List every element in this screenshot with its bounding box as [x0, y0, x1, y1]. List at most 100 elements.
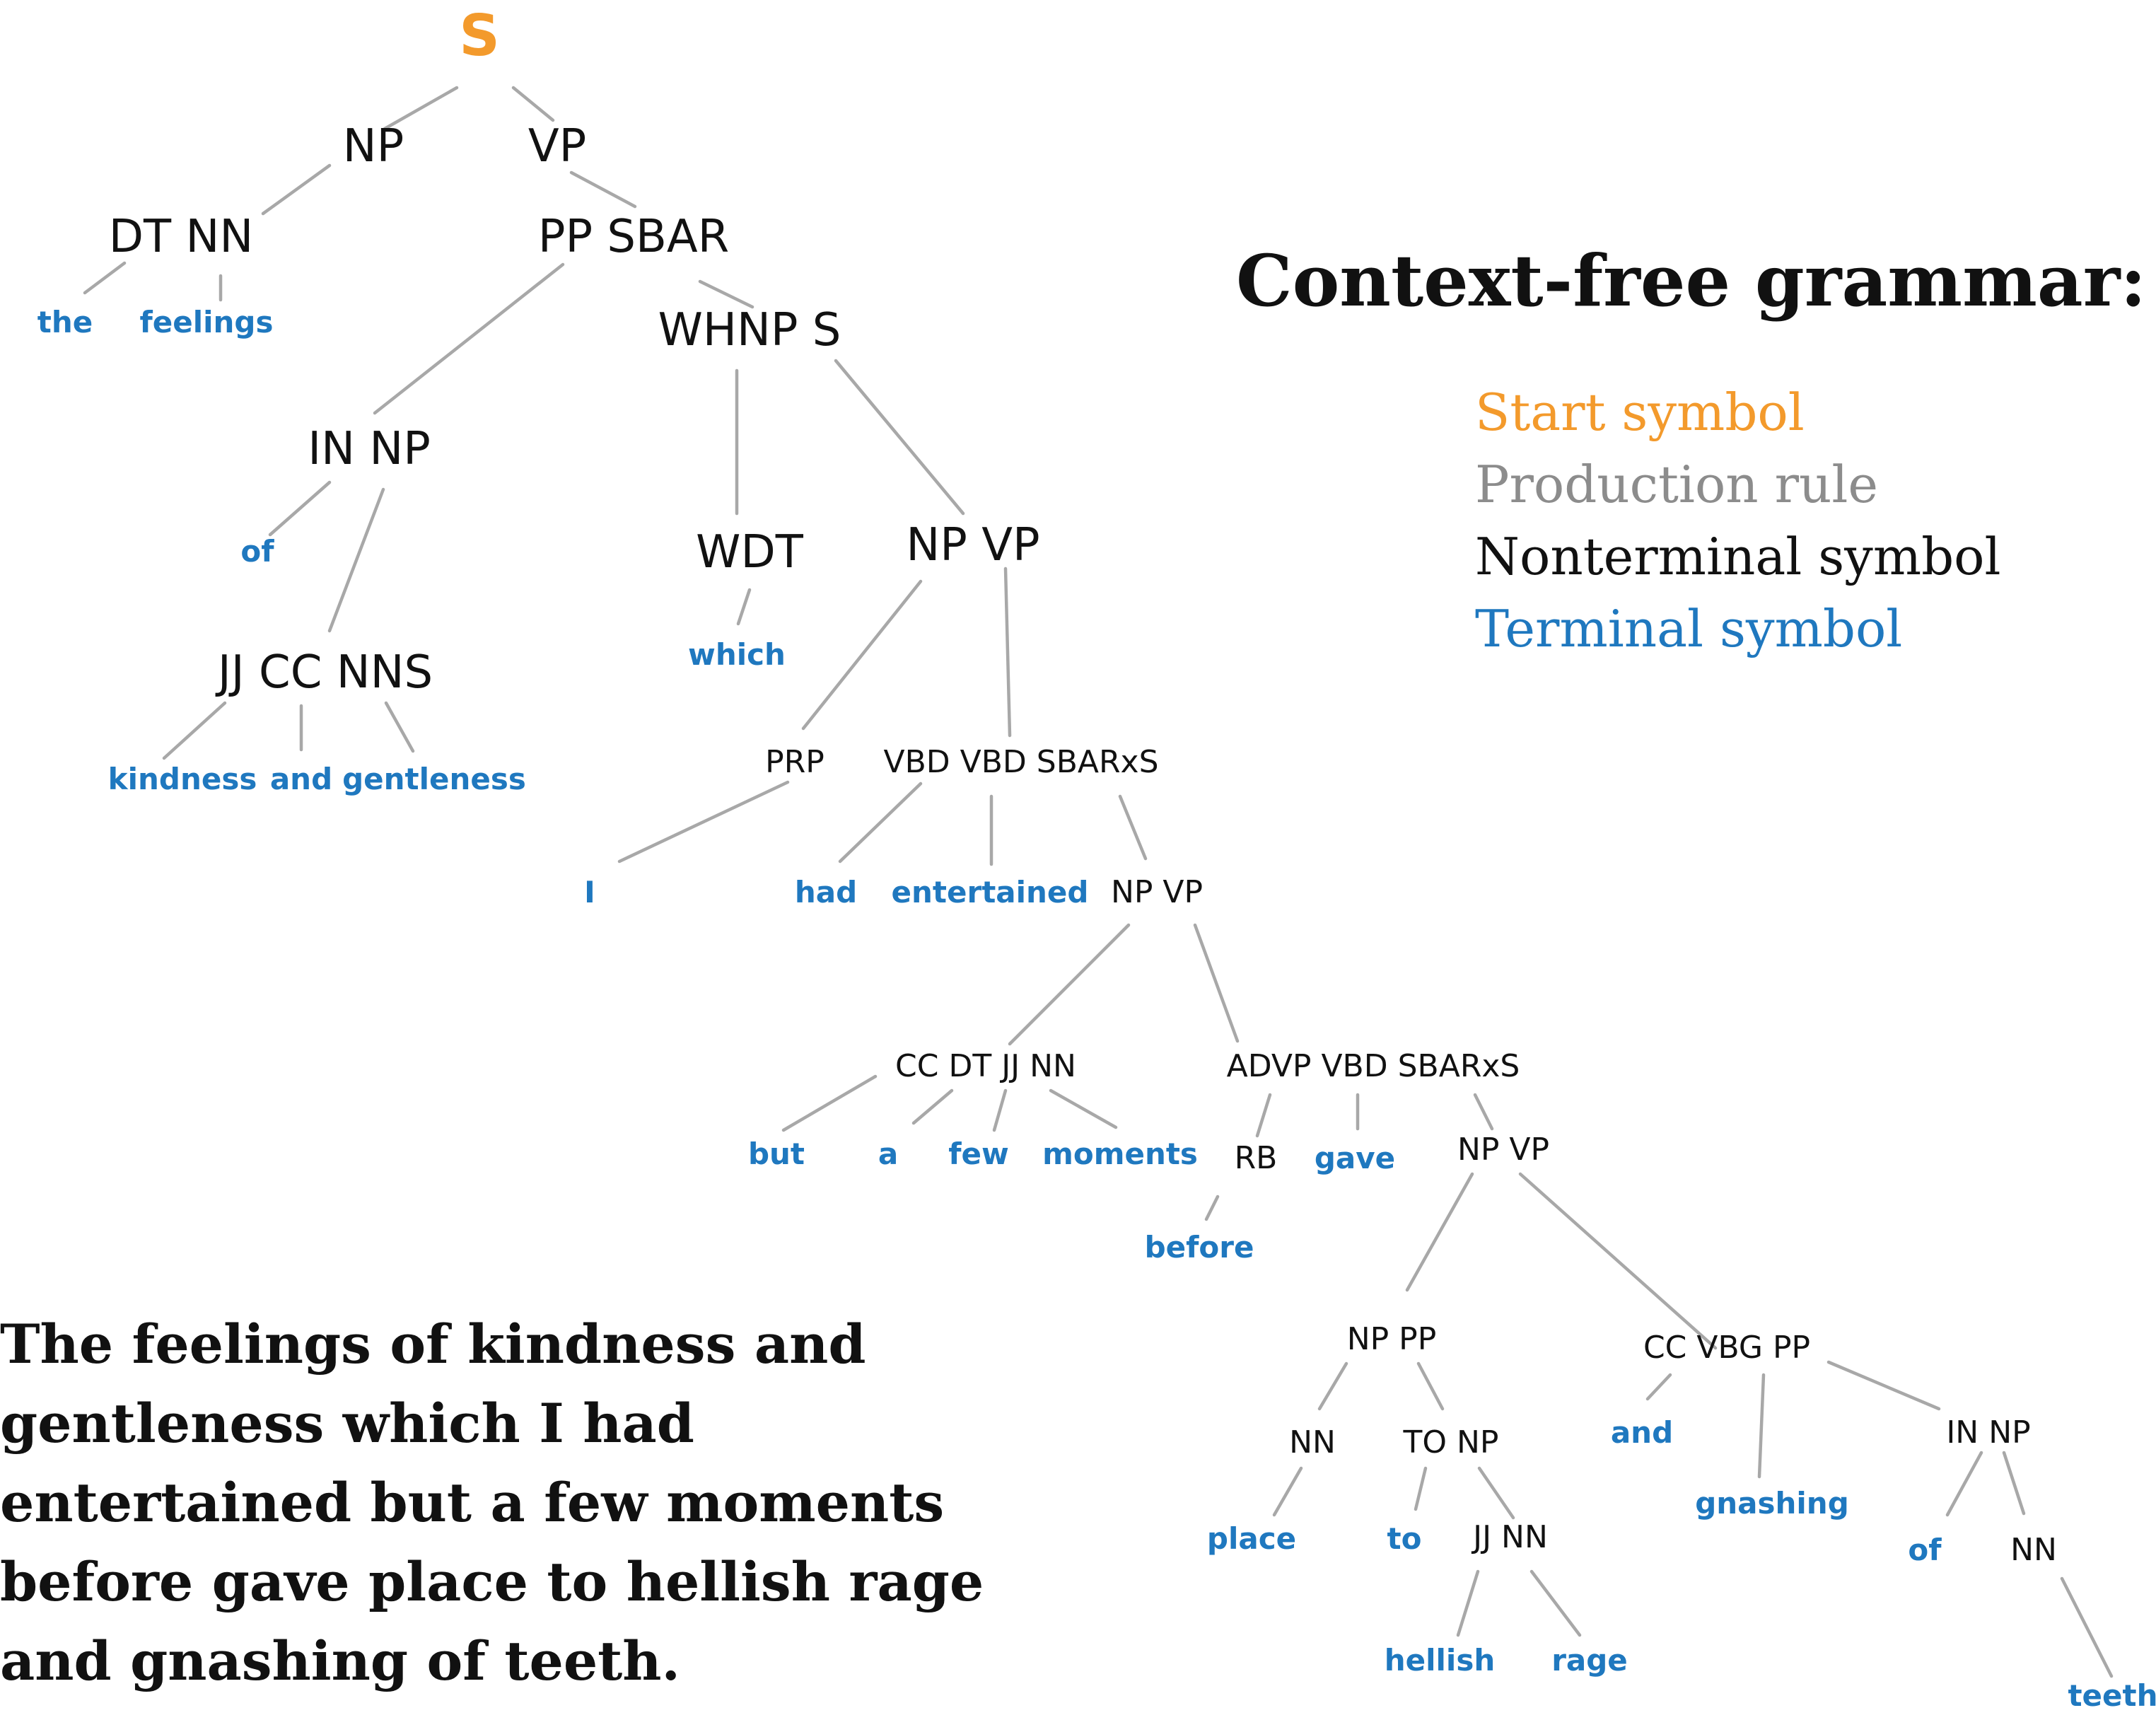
edge-advp-rb: [1255, 1093, 1272, 1138]
legend-nonterminal-symbol: Nonterminal symbol: [1475, 527, 2001, 586]
example-sentence: The feelings of kindness and gentleness …: [0, 1313, 984, 1692]
terminal-a: a: [878, 1137, 898, 1171]
edge-innp2-of: [1945, 1451, 1983, 1517]
edge-ccvbgpp-innp: [1826, 1360, 1941, 1411]
terminal-feelings: feelings: [140, 305, 274, 339]
terminal-of: of: [240, 534, 274, 569]
terminal-gnashing: gnashing: [1695, 1486, 1849, 1521]
edge-wdt-which: [736, 588, 752, 626]
edge-dtnn-the: [83, 261, 127, 295]
production-edges: [83, 86, 2114, 1678]
edge-ccvbgpp-and: [1645, 1373, 1672, 1401]
node-whnp-s: WHNP S: [658, 304, 841, 356]
node-np-vp: NP VP: [906, 519, 1039, 571]
terminal-before: before: [1145, 1230, 1254, 1265]
node-vbd-vbd-sbarxs: VBD VBD SBARxS: [883, 744, 1158, 780]
node-dt-nn: DT NN: [109, 211, 253, 263]
edge-nppp-tonp: [1416, 1361, 1445, 1411]
edge-rb-before: [1204, 1195, 1220, 1221]
terminal-gentleness: gentleness: [342, 762, 526, 796]
terminal-rage: rage: [1551, 1643, 1628, 1678]
node-np-vp-2: NP VP: [1111, 874, 1203, 910]
terminal-entertained: entertained: [892, 875, 1089, 910]
edge-ppsbar-whnps: [698, 279, 754, 309]
terminal-and: and: [270, 762, 332, 796]
terminal-place: place: [1207, 1521, 1296, 1556]
node-vp: VP: [528, 120, 586, 173]
terminal-gave: gave: [1315, 1141, 1395, 1175]
node-in-np: IN NP: [308, 423, 431, 475]
terminal-to: to: [1387, 1521, 1422, 1556]
edge-whnps-npvp: [834, 359, 965, 516]
edge-nppp-nn: [1317, 1361, 1348, 1411]
edge-innp2-nn: [2002, 1451, 2026, 1516]
edge-npvp3-ccvbgpp: [1518, 1172, 1718, 1350]
edge-s-np: [383, 86, 459, 131]
legend-start-symbol: Start symbol: [1475, 383, 1805, 442]
node-in-np-2: IN NP: [1946, 1414, 2030, 1451]
terminal-hellish: hellish: [1385, 1643, 1495, 1678]
edge-nn2-teeth: [2060, 1576, 2114, 1678]
node-wdt: WDT: [696, 526, 804, 579]
edge-advp-npvp: [1473, 1093, 1494, 1131]
diagram-title: Context-free grammar:: [1236, 239, 2147, 322]
edge-ccdtjjnn-few: [992, 1088, 1008, 1132]
edge-ccvbgpp-gnashing: [1757, 1373, 1766, 1479]
edge-tonp-to: [1414, 1466, 1428, 1511]
node-jj-cc-nns: JJ CC NNS: [215, 646, 433, 699]
edge-vbd-npvp: [1118, 794, 1148, 861]
edge-ccdtjjnn-moments: [1049, 1088, 1118, 1129]
edge-ccdtjjnn-a: [911, 1088, 954, 1125]
terminal-teeth: teeth: [2068, 1678, 2156, 1713]
terminal-kindness: kindness: [108, 762, 257, 796]
node-jj-nn: JJ NN: [1471, 1519, 1548, 1555]
node-nn-2: NN: [2010, 1532, 2057, 1568]
terminal-few: few: [948, 1137, 1009, 1171]
legend: Start symbol Production rule Nonterminal…: [1475, 376, 2001, 665]
node-rb: RB: [1235, 1140, 1278, 1176]
edge-jjnn-rage: [1529, 1569, 1582, 1637]
node-cc-vbg-pp: CC VBG PP: [1643, 1330, 1810, 1366]
node-cc-dt-jj-nn: CC DT JJ NN: [895, 1048, 1076, 1084]
start-symbol-s: S: [459, 3, 500, 69]
edge-innp-of: [268, 480, 332, 537]
edge-vp-ppsbar: [569, 170, 637, 209]
edge-npvp3-nppp: [1405, 1172, 1474, 1292]
terminal-but: but: [748, 1137, 805, 1171]
node-np-vp-3: NP VP: [1457, 1132, 1549, 1168]
edge-ppsbar-innp: [373, 262, 565, 415]
terminal-i: I: [584, 875, 595, 910]
legend-production-rule: Production rule: [1475, 455, 1878, 514]
node-np-pp: NP PP: [1347, 1321, 1437, 1357]
nonterminal-nodes: S NP VP DT NN PP SBAR WHNP S IN NP WDT N…: [109, 3, 2057, 1568]
edge-npvp-prp: [801, 579, 923, 731]
terminal-had: had: [795, 875, 857, 910]
terminal-which: which: [688, 637, 786, 672]
edge-innp-jjccnns: [327, 487, 385, 633]
node-np: NP: [343, 120, 404, 173]
terminal-the: the: [37, 305, 93, 339]
node-prp: PRP: [765, 744, 824, 780]
edge-jjccnns-gentleness: [384, 701, 415, 753]
terminal-moments: moments: [1042, 1137, 1198, 1171]
terminal-and-2: and: [1611, 1415, 1673, 1450]
node-to-np: TO NP: [1403, 1424, 1499, 1460]
edge-vbd-had: [838, 781, 923, 864]
edge-np-dtnn: [261, 163, 332, 216]
terminal-of-2: of: [1908, 1533, 1942, 1567]
edge-prp-i: [617, 780, 790, 864]
edge-tonp-jjnn: [1477, 1466, 1515, 1520]
edge-npvp2-advp: [1193, 923, 1240, 1043]
edge-jjnn-hellish: [1456, 1569, 1480, 1637]
edge-nn-place: [1272, 1466, 1303, 1517]
terminal-nodes: the feelings of which kindness and gentl…: [37, 305, 2156, 1713]
edge-npvp-vbd: [1003, 566, 1012, 738]
edge-s-vp: [511, 86, 555, 122]
node-nn: NN: [1289, 1424, 1336, 1460]
node-pp-sbar: PP SBAR: [538, 211, 729, 263]
edge-npvp2-ccdtjjnn: [1008, 923, 1131, 1046]
node-advp-vbd-sbarxs: ADVP VBD SBARxS: [1227, 1048, 1520, 1084]
edge-ccdtjjnn-but: [781, 1074, 878, 1132]
legend-terminal-symbol: Terminal symbol: [1475, 599, 1903, 658]
